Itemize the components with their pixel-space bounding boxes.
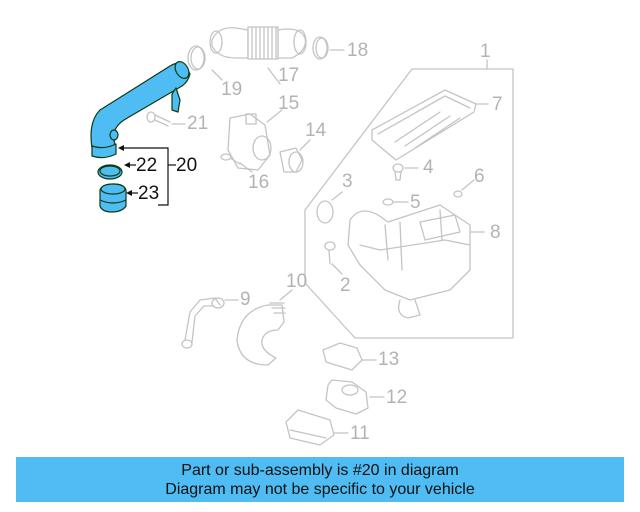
info-banner: Part or sub-assembly is #20 in diagram D…	[16, 457, 624, 502]
banner-line-part-number: Part or sub-assembly is #20 in diagram	[181, 462, 459, 479]
maf-sensor-15-drawing	[227, 109, 283, 171]
hose-9-drawing	[181, 297, 239, 349]
callout-4[interactable]: 4	[423, 157, 434, 178]
callout-20[interactable]: 20	[176, 155, 198, 176]
callout-12[interactable]: 12	[386, 387, 408, 408]
callout-16[interactable]: 16	[248, 172, 270, 193]
assembly-1-outline	[304, 68, 514, 339]
callout-11[interactable]: 11	[350, 423, 370, 444]
callout-21[interactable]: 21	[187, 113, 209, 134]
bracket-12-drawing	[325, 379, 385, 415]
callout-5[interactable]: 5	[410, 192, 421, 213]
callout-22[interactable]: 22	[136, 155, 158, 176]
clamp-18-drawing	[312, 36, 345, 60]
plug-4-drawing	[392, 163, 419, 181]
callout-17[interactable]: 17	[278, 65, 300, 86]
callout-1[interactable]: 1	[480, 41, 491, 62]
callout-8[interactable]: 8	[490, 222, 501, 243]
clamp-22	[97, 164, 123, 180]
callout-14[interactable]: 14	[305, 120, 327, 141]
callout-9[interactable]: 9	[240, 289, 251, 310]
hose-17-drawing	[209, 26, 307, 85]
screw-2-drawing	[324, 241, 343, 275]
filter-element-7-drawing	[371, 89, 489, 161]
airbox-8-drawing	[347, 204, 485, 319]
clamp-19-drawing	[187, 45, 223, 81]
screen-14-drawing	[279, 139, 311, 173]
grommet-6-drawing	[453, 179, 475, 198]
callout-19[interactable]: 19	[221, 79, 243, 100]
callout-23[interactable]: 23	[138, 183, 160, 204]
duct-13-drawing	[322, 342, 377, 371]
seal-3-drawing	[316, 191, 343, 224]
callout-3[interactable]: 3	[342, 171, 353, 192]
callout-15[interactable]: 15	[278, 93, 300, 114]
callout-10[interactable]: 10	[286, 271, 308, 292]
bolt-21-drawing	[146, 111, 186, 127]
callout-2[interactable]: 2	[340, 275, 351, 296]
callout-18[interactable]: 18	[347, 40, 369, 61]
highlighted-part-20[interactable]	[90, 59, 192, 213]
banner-line-disclaimer: Diagram may not be specific to your vehi…	[165, 481, 475, 498]
callout-6[interactable]: 6	[474, 166, 485, 187]
callout-7[interactable]: 7	[492, 94, 503, 115]
screw-16-drawing	[220, 153, 253, 173]
grommet-5-drawing	[382, 198, 409, 206]
callout-13[interactable]: 13	[378, 349, 400, 370]
guide-11-drawing	[285, 409, 349, 446]
elbow-10-drawing	[236, 289, 293, 366]
